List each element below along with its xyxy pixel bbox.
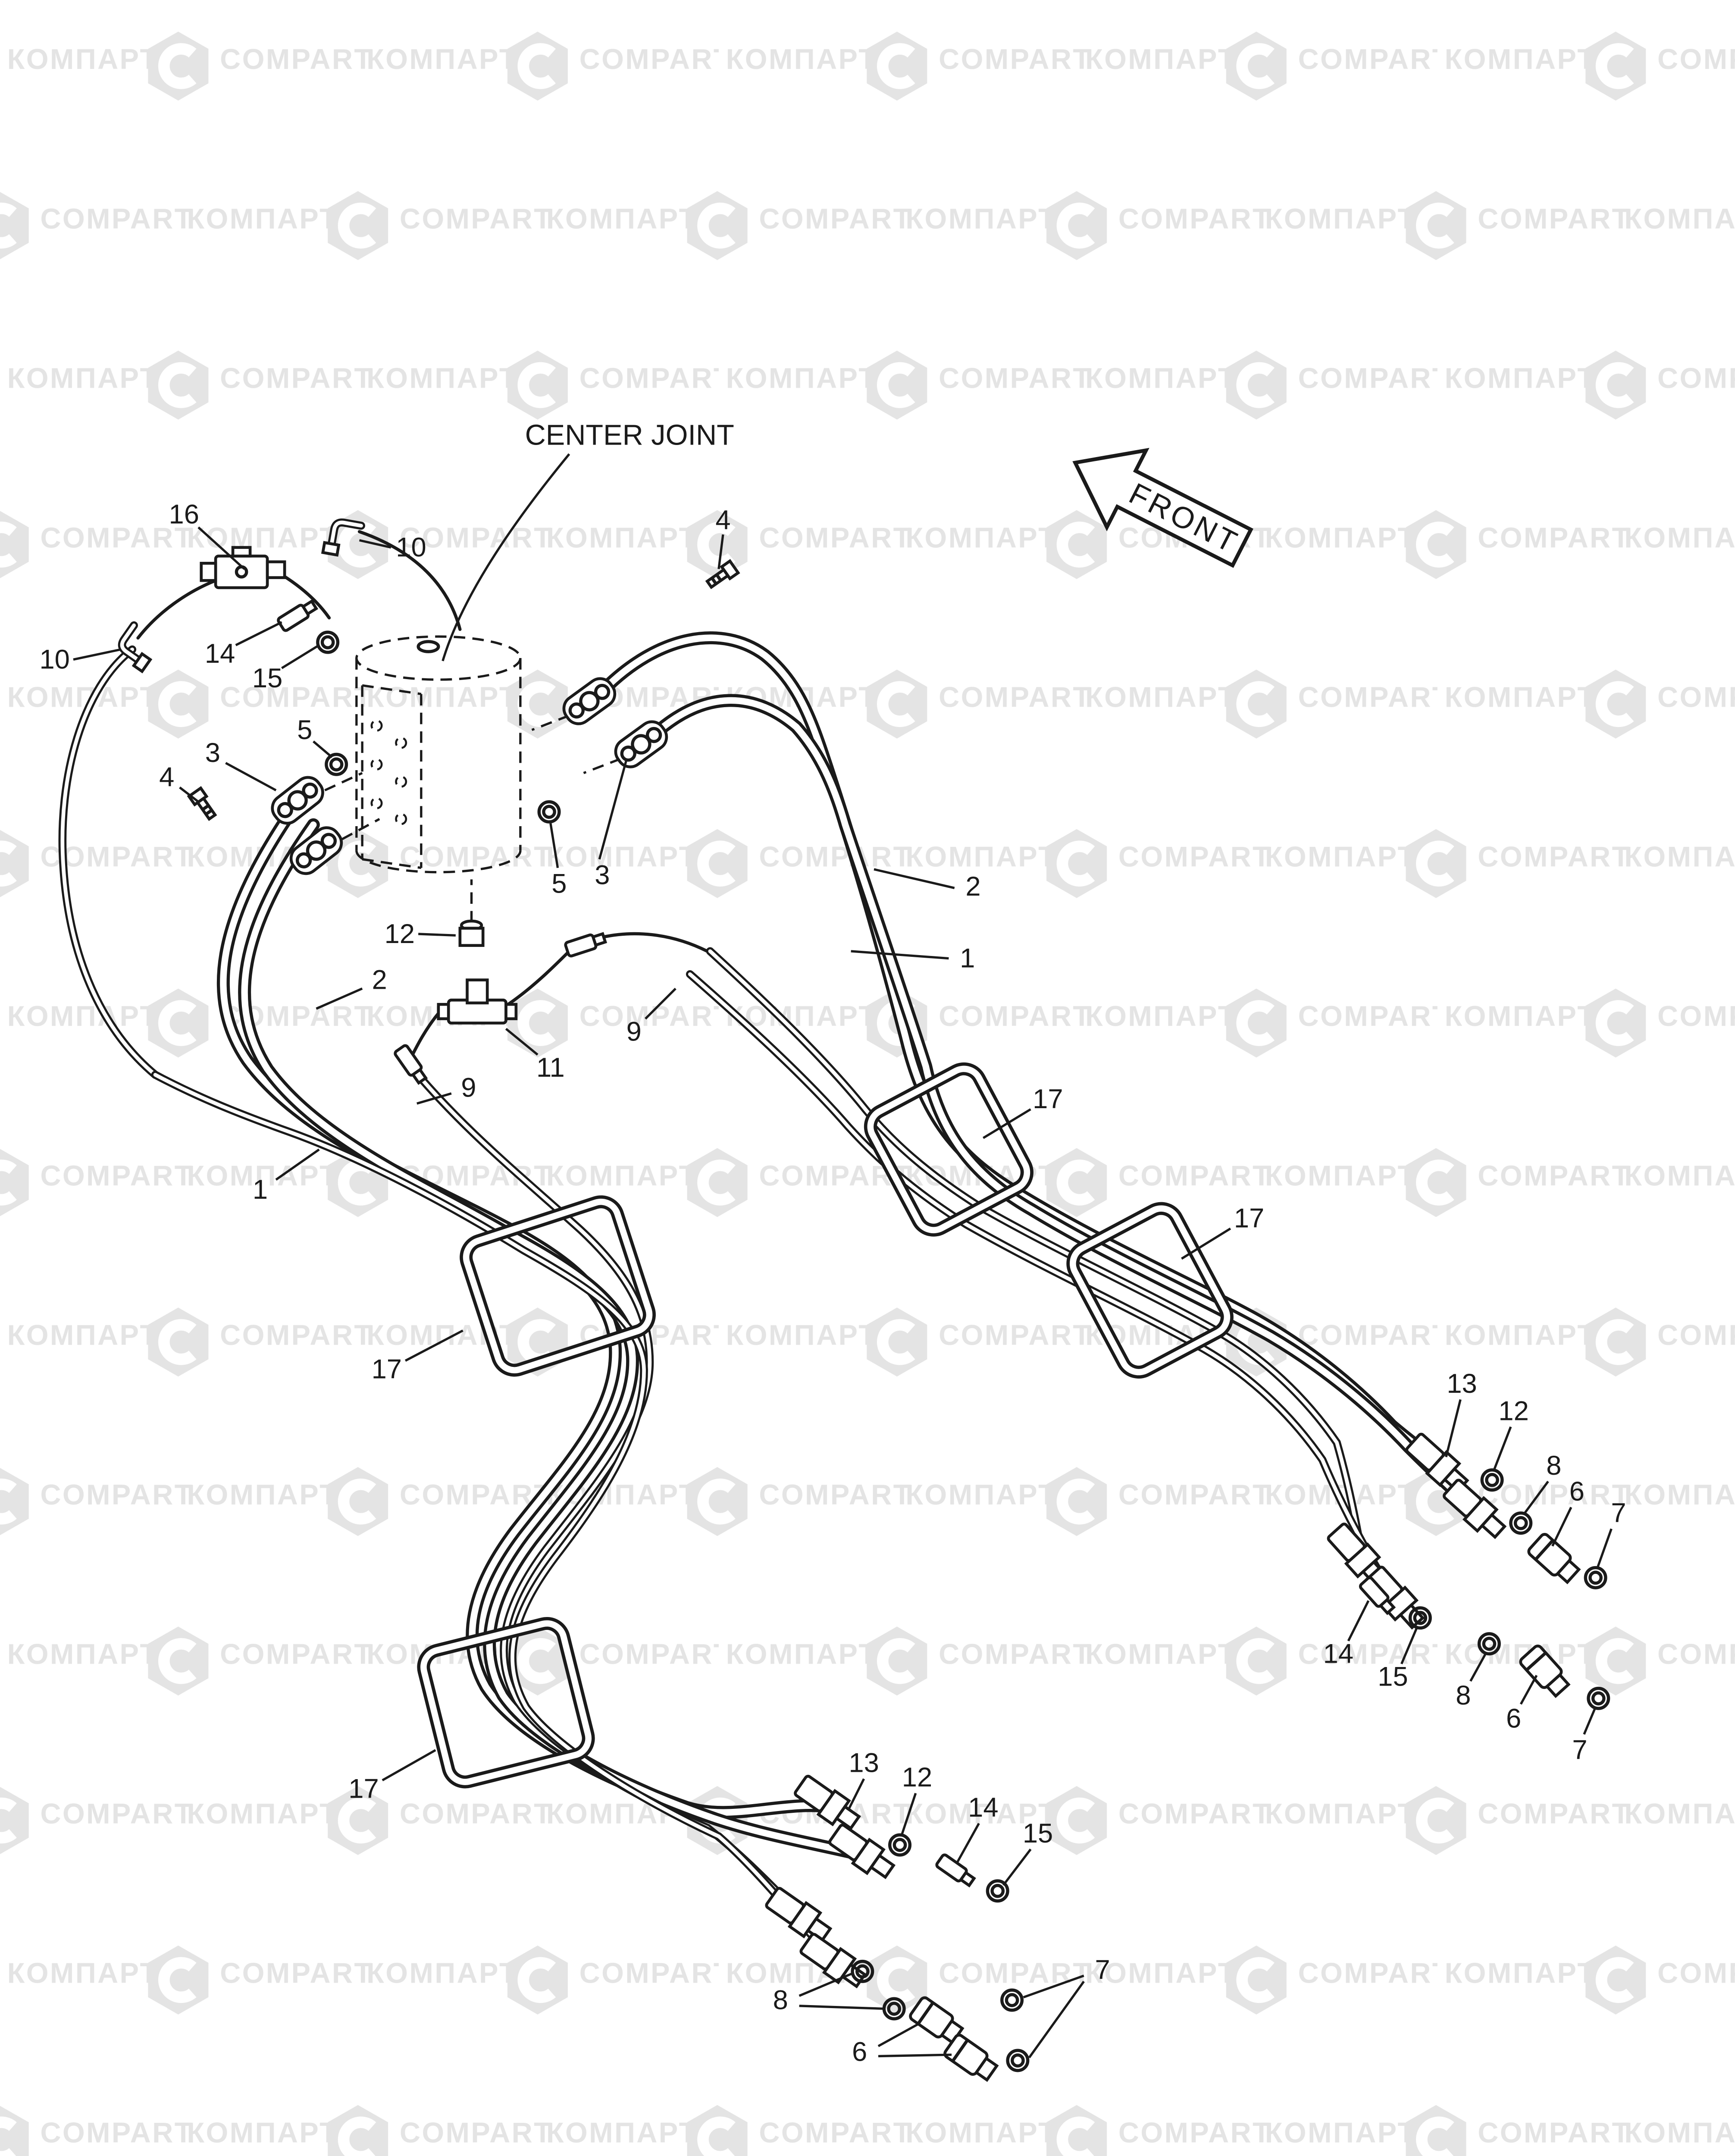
callout-10-left: 10 [39, 645, 121, 675]
callout-4-top: 4 [715, 505, 731, 569]
svg-text:12: 12 [385, 919, 415, 949]
callout-6-bottom: 6 [852, 2022, 952, 2067]
callout-13-bottom: 13 [847, 1748, 879, 1811]
svg-text:14: 14 [205, 639, 235, 669]
svg-text:17: 17 [348, 1774, 379, 1804]
callout-4-left: 4 [159, 762, 199, 803]
svg-text:17: 17 [1234, 1203, 1264, 1234]
svg-text:6: 6 [852, 2037, 867, 2067]
callout-2-left: 2 [316, 965, 387, 1010]
callout-9-left: 9 [417, 1073, 476, 1105]
svg-text:15: 15 [252, 663, 282, 693]
svg-text:6: 6 [1569, 1476, 1585, 1507]
callout-13-right: 13 [1445, 1369, 1477, 1457]
svg-text:17: 17 [372, 1354, 402, 1385]
center-joint-callout: CENTER JOINT [442, 420, 734, 661]
svg-text:17: 17 [1033, 1084, 1063, 1114]
callout-15-bottom: 15 [1002, 1818, 1053, 1886]
callout-8-right-2: 8 [1456, 1651, 1488, 1711]
front-arrow-icon [1072, 448, 1253, 568]
callout-3-left: 3 [205, 738, 277, 792]
svg-text:14: 14 [968, 1792, 998, 1823]
callout-6-right-2: 6 [1506, 1675, 1538, 1733]
svg-text:16: 16 [169, 499, 199, 530]
svg-text:8: 8 [773, 1985, 788, 2015]
svg-text:8: 8 [1546, 1451, 1561, 1481]
callout-7-right-1: 7 [1596, 1498, 1626, 1570]
callout-8-bottom: 8 [773, 1971, 886, 2015]
callout-11: 11 [505, 1028, 565, 1083]
svg-text:13: 13 [1447, 1369, 1477, 1399]
callout-3-center: 3 [595, 758, 628, 890]
svg-text:2: 2 [372, 965, 387, 995]
svg-text:10: 10 [396, 533, 426, 563]
svg-text:5: 5 [297, 715, 312, 745]
callout-15-top: 15 [252, 644, 320, 693]
svg-text:15: 15 [1023, 1818, 1053, 1849]
svg-text:13: 13 [849, 1748, 879, 1778]
svg-text:15: 15 [1378, 1662, 1408, 1692]
svg-text:6: 6 [1506, 1703, 1521, 1733]
callout-1-left: 1 [253, 1148, 320, 1205]
callouts: 16 10 4 10 14 15 5 3 4 5 3 12 2 1 11 9 2… [39, 499, 1626, 2067]
center-joint-label: CENTER JOINT [525, 420, 734, 451]
center-joint-cylinder [355, 635, 522, 923]
nut-12-center [458, 919, 485, 947]
callout-17-right-1: 17 [982, 1084, 1063, 1139]
svg-text:9: 9 [461, 1073, 476, 1103]
svg-text:4: 4 [159, 762, 174, 793]
clamp-right-1 [864, 1062, 1033, 1237]
callout-7-bottom: 7 [1023, 1955, 1110, 2059]
hose-clamps [417, 1062, 1234, 1789]
callout-1-right: 1 [851, 943, 975, 974]
svg-text:2: 2 [965, 871, 980, 902]
callout-17-left-1: 17 [372, 1329, 464, 1385]
callout-6-right-1: 6 [1551, 1476, 1585, 1547]
callout-5-left: 5 [297, 715, 333, 758]
callout-2-right: 2 [874, 868, 981, 902]
clamp-right-2 [1066, 1202, 1234, 1379]
svg-text:11: 11 [536, 1053, 565, 1083]
svg-text:8: 8 [1456, 1680, 1471, 1711]
callout-16: 16 [169, 499, 245, 570]
callout-12-center: 12 [385, 919, 456, 949]
svg-text:9: 9 [626, 1017, 642, 1047]
callout-17-right-2: 17 [1181, 1203, 1264, 1260]
svg-text:12: 12 [902, 1762, 932, 1792]
clamp-left-1 [460, 1195, 656, 1377]
callout-12-right: 12 [1492, 1396, 1529, 1472]
svg-text:4: 4 [715, 505, 730, 535]
svg-text:7: 7 [1611, 1498, 1626, 1528]
svg-text:12: 12 [1498, 1396, 1528, 1426]
callout-8-right-1: 8 [1522, 1451, 1562, 1515]
callout-7-right-2: 7 [1572, 1706, 1597, 1765]
svg-text:5: 5 [551, 868, 567, 899]
svg-text:1: 1 [960, 943, 975, 974]
t-fitting-11 [437, 978, 518, 1025]
callout-9-right: 9 [626, 987, 676, 1047]
flange-fittings [267, 674, 672, 879]
small-fittings-top-left [115, 520, 738, 1084]
callout-15-right: 15 [1378, 1626, 1419, 1692]
callout-10-top: 10 [359, 533, 426, 563]
svg-text:3: 3 [595, 860, 610, 890]
block-fitting-16 [200, 546, 286, 589]
svg-text:10: 10 [39, 645, 69, 675]
callout-5-center: 5 [549, 823, 567, 899]
callout-17-left-2: 17 [348, 1749, 436, 1804]
svg-text:7: 7 [1572, 1735, 1587, 1765]
callout-12-bottom: 12 [900, 1762, 932, 1837]
callout-14-top: 14 [205, 621, 282, 669]
svg-text:1: 1 [253, 1175, 268, 1205]
svg-text:7: 7 [1095, 1955, 1110, 1985]
clamp-left-2 [417, 1617, 595, 1789]
center-joint-leader [442, 453, 570, 661]
svg-text:3: 3 [205, 738, 220, 768]
svg-text:14: 14 [1323, 1639, 1353, 1669]
callout-14-right: 14 [1323, 1600, 1370, 1669]
callout-14-bottom: 14 [956, 1792, 999, 1863]
